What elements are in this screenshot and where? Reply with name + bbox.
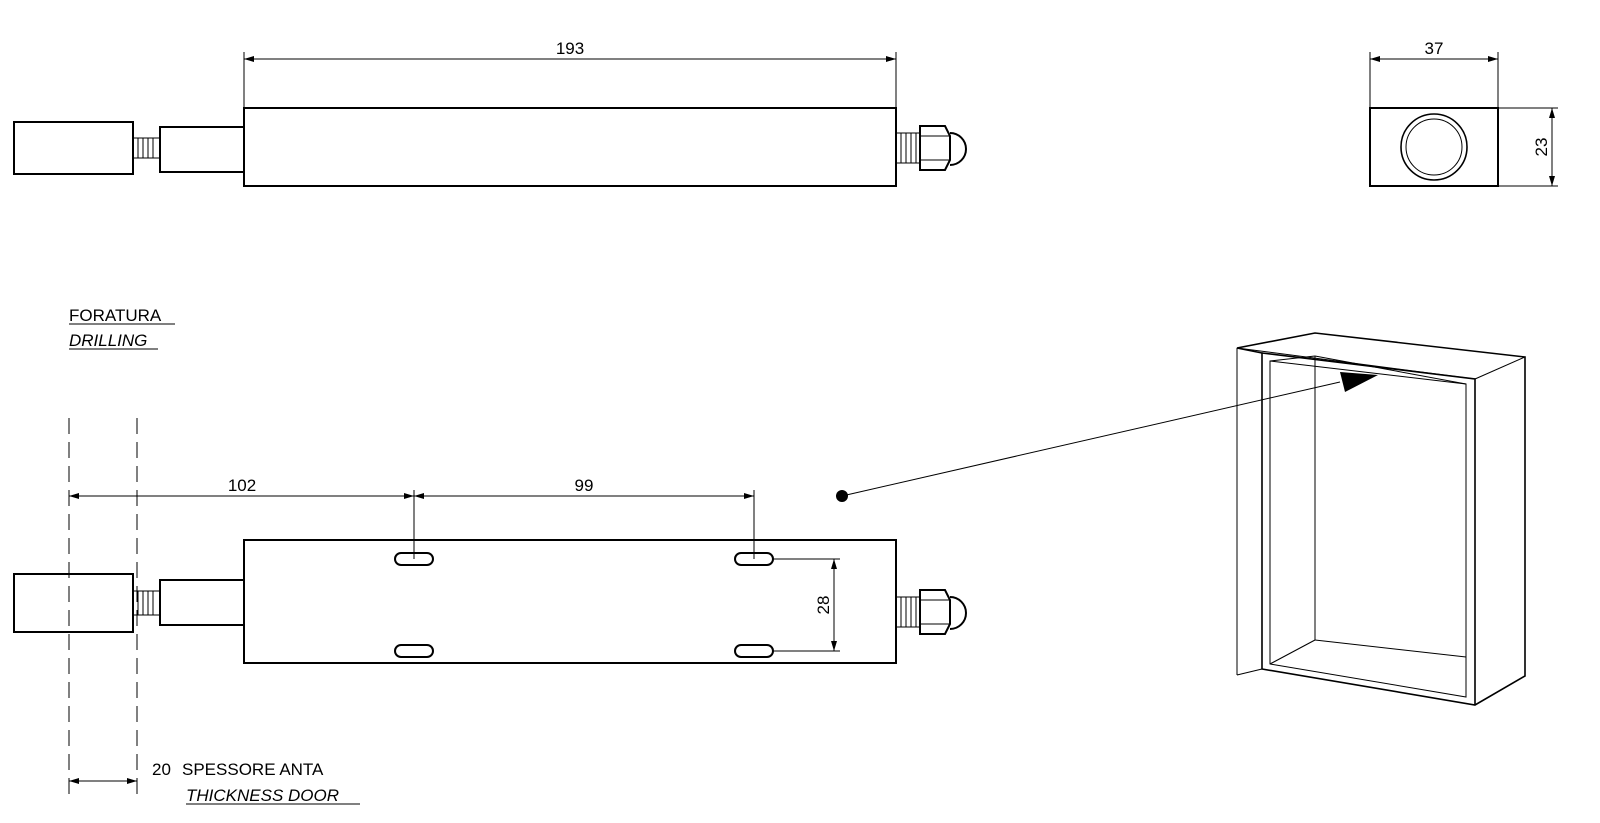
connector-block-bottom — [159, 579, 245, 626]
housing-outline — [1236, 332, 1526, 706]
threaded-rod-right-bottom — [895, 596, 921, 628]
main-body-bottom — [243, 539, 897, 664]
dimension-width: 37 — [1425, 39, 1444, 58]
nut-dome-bottom — [919, 589, 967, 635]
dimension-first-hole: 102 — [228, 476, 256, 495]
dimension-hole-spacing: 28 — [814, 596, 833, 615]
bottom-drilling-view: 102 99 28 20 SPESSORE ANTA THICKNESS DOO… — [13, 418, 967, 805]
left-end-cap-bottom — [13, 573, 134, 633]
dimension-height: 23 — [1532, 138, 1551, 157]
drilling-label: FORATURA DRILLING — [69, 306, 175, 350]
end-view-circle-inner — [1405, 118, 1463, 176]
mounting-slot — [734, 644, 774, 658]
connector-block — [159, 126, 245, 173]
nut-dome — [919, 125, 967, 171]
left-end-cap — [13, 121, 134, 175]
dimension-between-holes: 99 — [575, 476, 594, 495]
isometric-housing — [1236, 332, 1526, 706]
end-view: 37 23 — [1369, 39, 1558, 187]
threaded-rod-right — [895, 132, 921, 164]
dimension-length: 193 — [556, 39, 584, 58]
drilling-label-en: DRILLING — [69, 331, 147, 350]
drilling-label-it: FORATURA — [69, 306, 162, 325]
mounting-slot — [394, 644, 434, 658]
end-view-circle-outer — [1400, 113, 1468, 181]
threaded-rod-left — [132, 137, 161, 159]
thickness-label-it: SPESSORE ANTA — [182, 760, 324, 779]
main-body — [243, 107, 897, 187]
thickness-label-en: THICKNESS DOOR — [186, 786, 339, 805]
end-view-body — [1369, 107, 1499, 187]
leader-arrow — [836, 372, 1378, 502]
dimension-door-thickness: 20 — [152, 760, 171, 779]
top-side-view: 193 — [13, 39, 967, 187]
